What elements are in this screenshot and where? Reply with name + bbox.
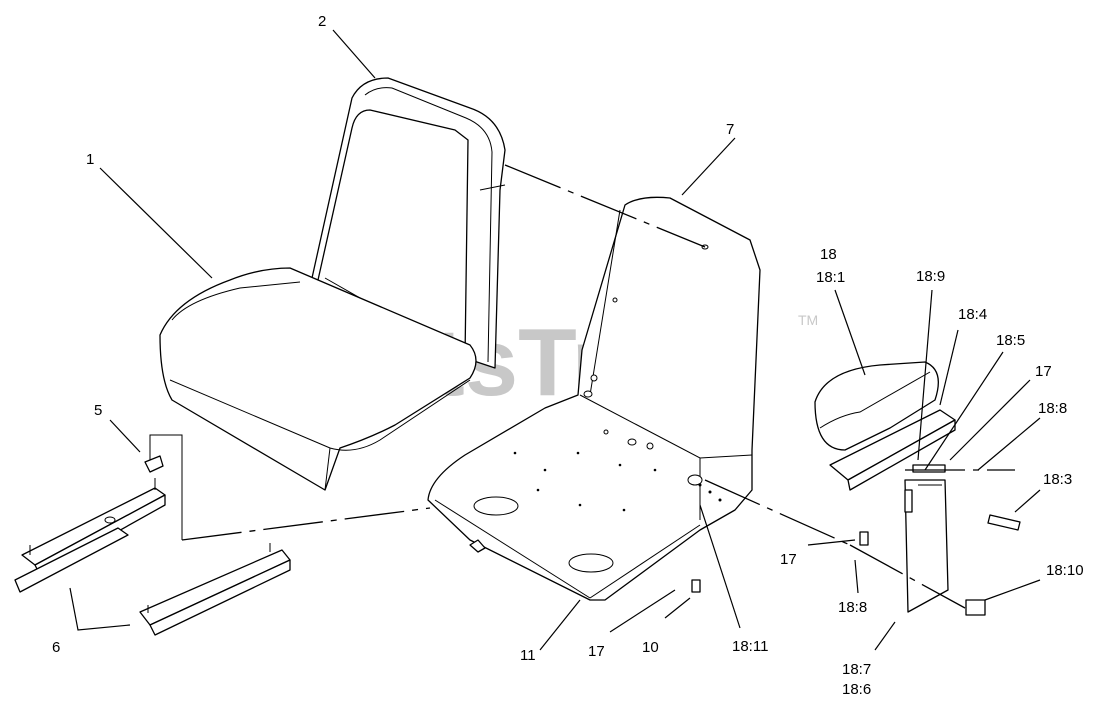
callout-18-4: 18:4 bbox=[958, 306, 987, 323]
callout-1: 1 bbox=[86, 151, 94, 168]
callout-18-1: 18:1 bbox=[816, 269, 845, 286]
callout-18-6: 18:6 bbox=[842, 681, 871, 698]
watermark-trademark: TM bbox=[798, 312, 818, 328]
armrest-assembly[interactable] bbox=[814, 361, 956, 613]
callout-18-8-top: 18:8 bbox=[1038, 400, 1067, 417]
leader-lines bbox=[69, 29, 1041, 651]
callout-17-right: 17 bbox=[1035, 363, 1052, 380]
callout-18-11: 18:11 bbox=[732, 638, 768, 655]
callout-labels: 1 2 5 6 7 10 11 17 17 17 18 18:1 18:3 18… bbox=[52, 13, 1084, 698]
callout-17-left: 17 bbox=[780, 551, 797, 568]
seat-back-cushion[interactable] bbox=[311, 77, 506, 369]
callout-10: 10 bbox=[642, 639, 659, 656]
callout-11: 11 bbox=[520, 647, 536, 664]
seat-cushion[interactable] bbox=[159, 267, 477, 491]
adjustment-knob[interactable] bbox=[144, 455, 164, 473]
callout-5: 5 bbox=[94, 402, 102, 419]
callout-18-10: 18:10 bbox=[1046, 562, 1084, 579]
callout-7: 7 bbox=[726, 121, 734, 138]
callout-18-8-bottom: 18:8 bbox=[838, 599, 867, 616]
callout-18-9: 18:9 bbox=[916, 268, 945, 285]
assembly-lines bbox=[149, 164, 1015, 609]
callout-17-bottom: 17 bbox=[588, 643, 605, 660]
callout-6: 6 bbox=[52, 639, 60, 656]
callout-18-3: 18:3 bbox=[1043, 471, 1072, 488]
seat-slide-rails[interactable] bbox=[14, 478, 291, 636]
callout-2: 2 bbox=[318, 13, 326, 30]
callout-18-5: 18:5 bbox=[996, 332, 1025, 349]
callout-18-7: 18:7 bbox=[842, 661, 871, 678]
callout-18: 18 bbox=[820, 246, 837, 263]
